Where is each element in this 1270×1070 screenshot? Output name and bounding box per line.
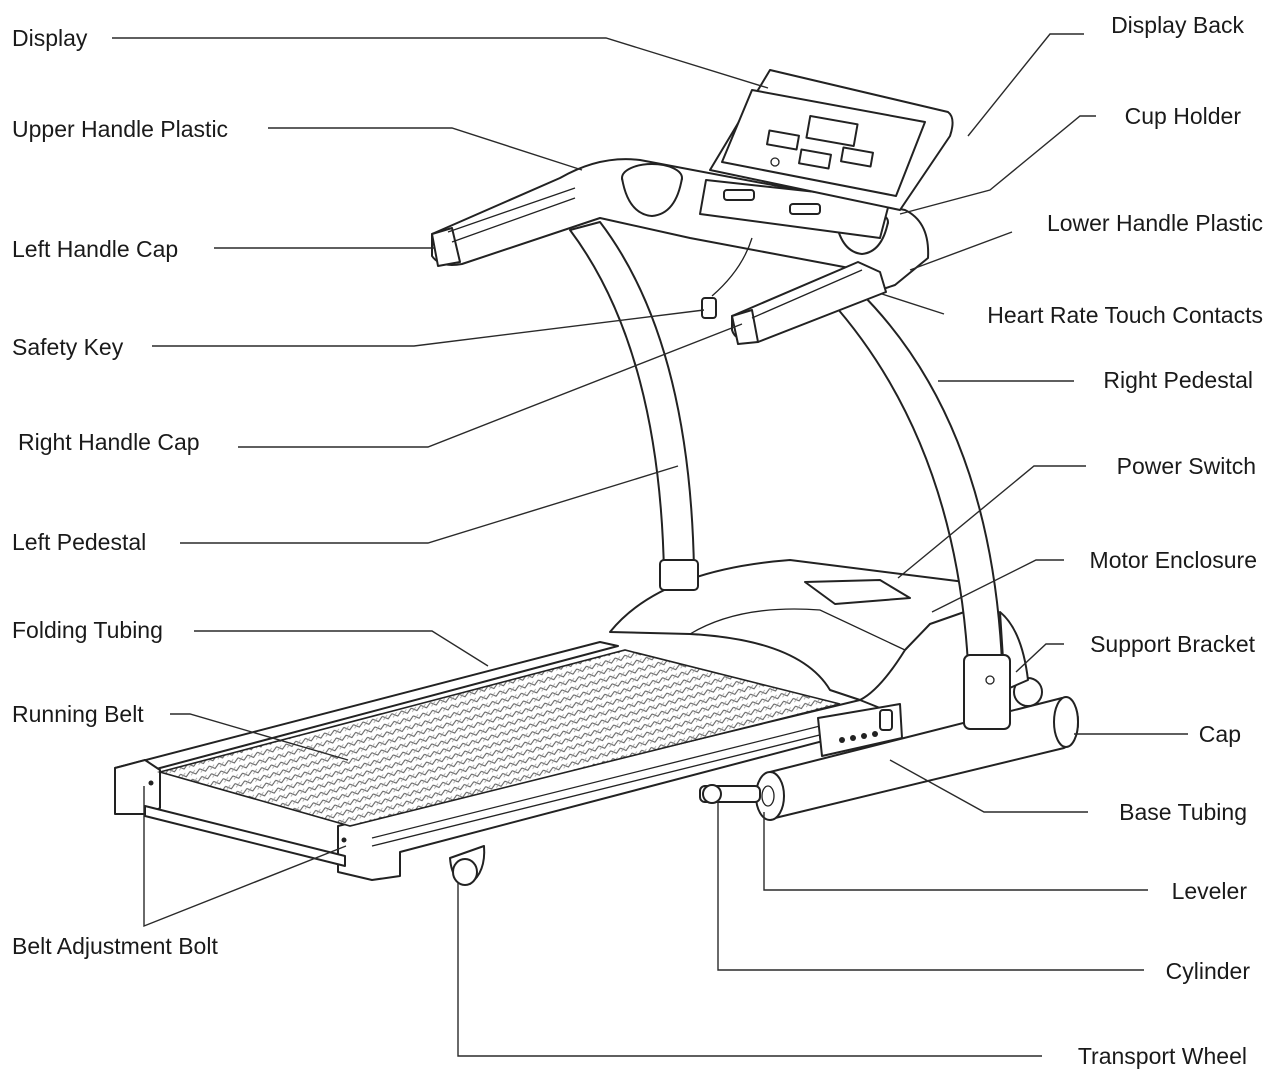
- transport-wheel-part: [449, 845, 486, 886]
- running-belt-part: [156, 649, 841, 827]
- label-lower-handle-plastic: Lower Handle Plastic: [1047, 210, 1263, 236]
- label-heart-rate-touch-contacts: Heart Rate Touch Contacts: [987, 302, 1263, 328]
- leader-cylinder: [717, 800, 1144, 971]
- leader-support-bracket: [1015, 643, 1064, 673]
- left-pedestal-part: [569, 221, 695, 575]
- label-left-handle-cap: Left Handle Cap: [12, 236, 178, 262]
- label-base-tubing: Base Tubing: [1119, 799, 1247, 825]
- label-belt-adjustment-bolt: Belt Adjustment Bolt: [12, 933, 218, 959]
- side-control-plate: [817, 703, 903, 757]
- leader-left-pedestal: [180, 465, 679, 544]
- label-cap: Cap: [1199, 721, 1241, 747]
- leader-transport-wheel: [457, 882, 1042, 1057]
- leader-upper-handle-plastic: [268, 127, 583, 171]
- label-right-handle-cap: Right Handle Cap: [18, 429, 200, 455]
- leader-running-belt: [170, 713, 349, 761]
- motor-enclosure-part: [609, 559, 975, 701]
- label-support-bracket: Support Bracket: [1090, 631, 1256, 657]
- deck-frame-part: [114, 641, 881, 881]
- label-transport-wheel: Transport Wheel: [1078, 1043, 1247, 1069]
- leader-base-tubing: [889, 759, 1088, 813]
- leveler-cylinder-part: [699, 784, 761, 804]
- label-right-pedestal: Right Pedestal: [1103, 367, 1253, 393]
- leader-lower-handle-plastic: [909, 231, 1013, 271]
- leader-heart-rate-touch-contacts: [881, 293, 945, 315]
- leader-right-handle-cap: [238, 323, 743, 448]
- label-motor-enclosure: Motor Enclosure: [1090, 547, 1257, 573]
- leader-display: [112, 37, 769, 89]
- leader-power-switch: [897, 465, 1086, 579]
- label-leveler: Leveler: [1172, 878, 1248, 904]
- leader-folding-tubing: [194, 630, 489, 667]
- label-cylinder: Cylinder: [1166, 958, 1251, 984]
- leader-motor-enclosure: [931, 559, 1064, 613]
- label-display: Display: [12, 25, 88, 51]
- label-power-switch: Power Switch: [1117, 453, 1256, 479]
- leader-belt-adjustment-bolt: [143, 786, 347, 928]
- label-safety-key: Safety Key: [12, 334, 124, 360]
- display-part: [709, 69, 954, 211]
- leader-safety-key: [152, 309, 705, 347]
- label-display-back: Display Back: [1111, 12, 1244, 38]
- treadmill-illustration: [114, 69, 1079, 886]
- label-upper-handle-plastic: Upper Handle Plastic: [12, 116, 228, 142]
- leader-leveler: [763, 812, 1148, 891]
- label-folding-tubing: Folding Tubing: [12, 617, 163, 643]
- label-cup-holder: Cup Holder: [1125, 103, 1242, 129]
- label-left-pedestal: Left Pedestal: [12, 529, 146, 555]
- leader-display-back: [967, 33, 1084, 137]
- label-running-belt: Running Belt: [12, 701, 144, 727]
- labels: Display Upper Handle Plastic Left Handle…: [12, 12, 1263, 1069]
- leader-cup-holder: [899, 115, 1096, 215]
- leader-lines: [112, 33, 1188, 1057]
- handlebar-assembly: [431, 158, 930, 345]
